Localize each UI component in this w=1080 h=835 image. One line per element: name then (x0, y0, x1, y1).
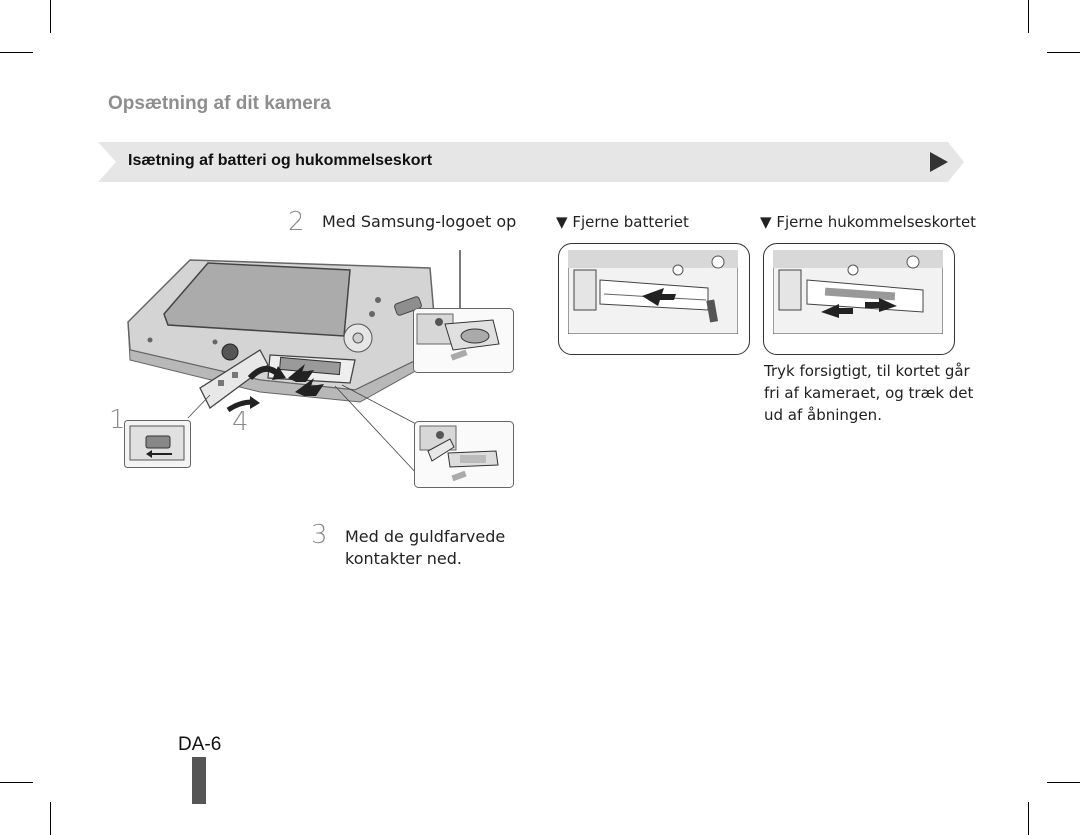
page-number: DA-6 (178, 734, 222, 755)
page-title: Opsætning af dit kamera (108, 93, 331, 114)
remove-card-image (773, 250, 943, 334)
removal-note-line-1: Tryk forsigtigt, til kortet går (764, 362, 970, 380)
crop-mark (50, 0, 51, 33)
crop-mark (0, 52, 33, 53)
next-arrow-icon (930, 152, 948, 172)
crop-mark (1047, 52, 1080, 53)
step-2-text: Med Samsung-logoet op (322, 212, 517, 231)
removal-note-line-2: fri af kameraet, og træk det (764, 384, 974, 402)
crop-mark (0, 782, 33, 783)
battery-lock-inset (124, 420, 191, 468)
camera-illustration (127, 250, 461, 476)
step-3-line2: kontakter ned. (345, 549, 462, 568)
step-2-number: 2 (288, 207, 305, 237)
remove-battery-header: ▼ Fjerne batteriet (556, 213, 689, 231)
remove-battery-label: Fjerne batteriet (572, 213, 689, 231)
step-4-number: 4 (232, 407, 249, 437)
remove-card-header: ▼ Fjerne hukommelseskortet (760, 213, 976, 231)
step-3-line1: Med de guldfarvede (345, 527, 506, 546)
section-label: Isætning af batteri og hukommelseskort (128, 152, 433, 169)
step-3-number: 3 (311, 520, 328, 550)
triangle-down-icon: ▼ (556, 213, 568, 231)
crop-mark (1028, 802, 1029, 835)
triangle-down-icon: ▼ (760, 213, 772, 231)
page-edge-tab (192, 757, 206, 804)
card-insert-inset (414, 421, 514, 488)
step-1-number: 1 (109, 405, 126, 435)
remove-battery-image (568, 250, 738, 334)
battery-insert-inset (413, 308, 514, 373)
remove-card-label: Fjerne hukommelseskortet (776, 213, 977, 231)
crop-mark (1047, 782, 1080, 783)
crop-mark (1028, 0, 1029, 33)
removal-note-line-3: ud af åbningen. (764, 406, 882, 424)
crop-mark (50, 802, 51, 835)
section-banner (98, 142, 964, 182)
